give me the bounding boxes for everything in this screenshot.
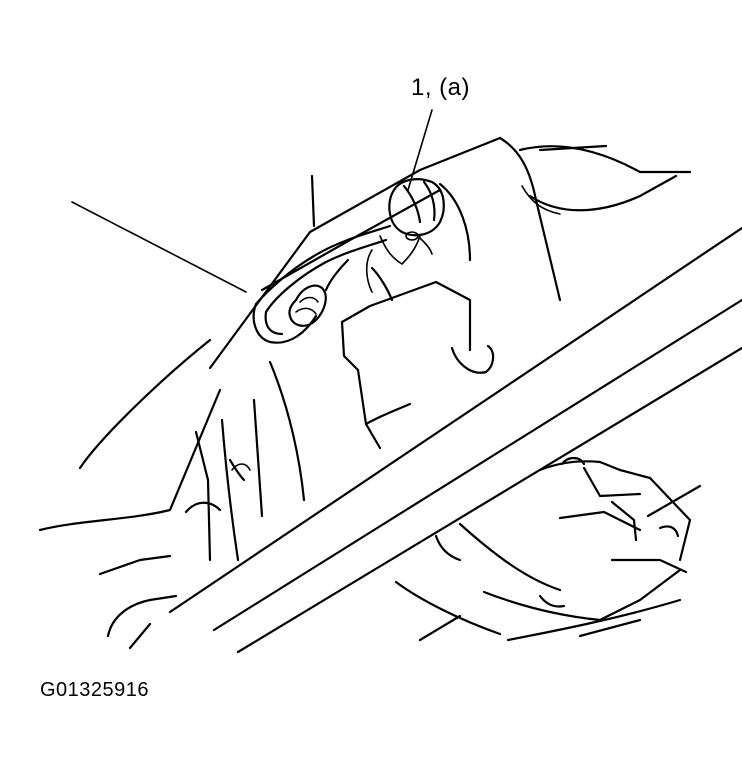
sensor xyxy=(388,178,445,255)
oil-pan xyxy=(340,235,495,450)
wire-harness xyxy=(252,224,392,344)
frame-rail xyxy=(168,226,742,654)
harness-connector xyxy=(288,284,327,327)
callout-label: 1, (a) xyxy=(411,74,471,101)
transmission-lower-detail xyxy=(394,456,702,642)
reference-line xyxy=(71,201,247,293)
body-edge-line xyxy=(310,174,316,228)
callout-leader-line xyxy=(407,109,433,191)
figure-id: G01325916 xyxy=(40,679,150,701)
body-panel-left xyxy=(38,338,306,650)
